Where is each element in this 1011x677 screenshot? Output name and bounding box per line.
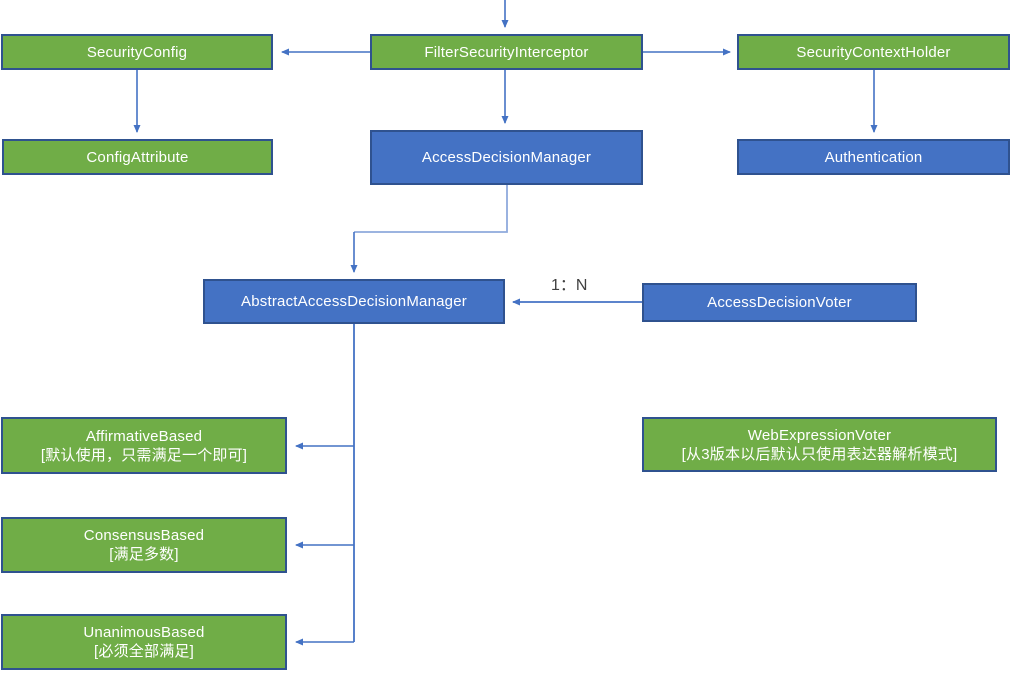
- node-sublabel: [必须全部满足]: [94, 643, 194, 660]
- node-filter-security-interceptor: FilterSecurityInterceptor: [370, 34, 643, 70]
- node-sublabel: [从3版本以后默认只使用表达器解析模式]: [681, 445, 958, 463]
- node-authentication: Authentication: [737, 139, 1010, 175]
- node-access-decision-manager: AccessDecisionManager: [370, 130, 643, 185]
- node-consensus-based: ConsensusBased [满足多数]: [1, 517, 287, 573]
- node-web-expression-voter: WebExpressionVoter [从3版本以后默认只使用表达器解析模式]: [642, 417, 997, 472]
- node-access-decision-voter: AccessDecisionVoter: [642, 283, 917, 322]
- node-label: WebExpressionVoter: [747, 426, 892, 444]
- node-sublabel: [默认使用，只需满足一个即可]: [40, 446, 248, 464]
- node-unanimous-based: UnanimousBased [必须全部满足]: [1, 614, 287, 670]
- node-label: AccessDecisionVoter: [707, 294, 852, 311]
- node-label: AccessDecisionManager: [421, 149, 592, 166]
- node-label: ConsensusBased: [83, 527, 205, 544]
- multiplicity-label: 1：N: [551, 277, 588, 294]
- node-label: AffirmativeBased: [85, 427, 203, 445]
- node-label: UnanimousBased: [83, 624, 205, 641]
- node-label: ConfigAttribute: [86, 148, 189, 166]
- node-abstract-access-decision-manager: AbstractAccessDecisionManager: [203, 279, 505, 324]
- node-label: AbstractAccessDecisionManager: [241, 293, 467, 310]
- node-security-config: SecurityConfig: [1, 34, 273, 70]
- node-label: SecurityConfig: [86, 43, 188, 61]
- node-sublabel: [满足多数]: [109, 546, 179, 563]
- node-label: Authentication: [824, 148, 923, 166]
- node-config-attribute: ConfigAttribute: [2, 139, 273, 175]
- node-label: SecurityContextHolder: [796, 43, 951, 61]
- node-label: FilterSecurityInterceptor: [424, 43, 589, 61]
- node-security-context-holder: SecurityContextHolder: [737, 34, 1010, 70]
- edge-adm-elbow: [354, 185, 508, 233]
- node-affirmative-based: AffirmativeBased [默认使用，只需满足一个即可]: [1, 417, 287, 474]
